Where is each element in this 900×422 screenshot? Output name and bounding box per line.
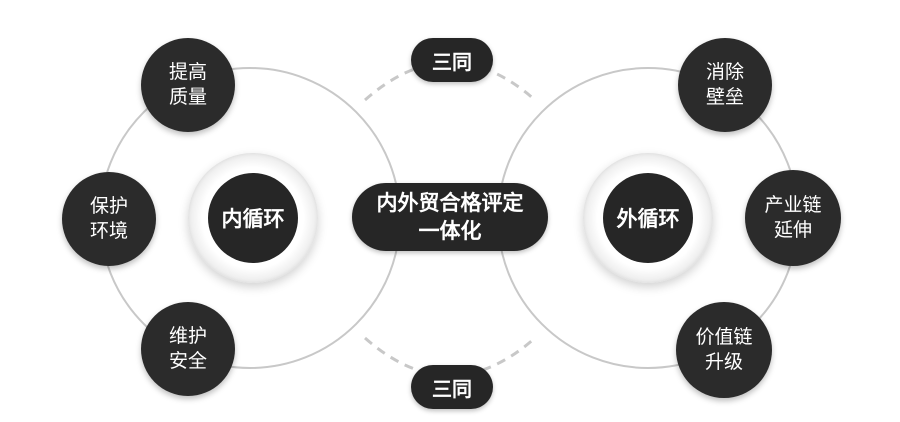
right-hub: 外循环 (603, 173, 693, 263)
center-line-2: 一体化 (418, 219, 482, 243)
node-label-line1: 价值链 (695, 326, 753, 348)
node-label-line2: 安全 (168, 350, 207, 372)
node-maintain-safety: 维护 安全 (141, 302, 235, 396)
node-label-line1: 提高 (168, 61, 207, 83)
node-improve-quality: 提高 质量 (141, 38, 235, 132)
top-link-pill: 三同 (411, 38, 493, 82)
top-dashed-arc (364, 61, 536, 102)
node-label-line1: 保护 (89, 195, 128, 217)
node-remove-barriers: 消除 壁垒 (678, 38, 772, 132)
top-link-label: 三同 (432, 49, 472, 74)
node-label-line1: 消除 (705, 61, 744, 83)
bottom-link-pill: 三同 (411, 365, 493, 409)
right-hub-label: 外循环 (616, 207, 680, 231)
center-concept-pill: 内外贸合格评定 一体化 (352, 183, 548, 251)
node-label-line1: 维护 (168, 325, 207, 347)
node-label-line1: 产业链 (764, 194, 822, 216)
left-hub-label: 内循环 (221, 207, 285, 231)
node-label-line2: 升级 (704, 351, 743, 373)
bottom-link-label: 三同 (432, 376, 472, 401)
node-value-chain-upgrade: 价值链 升级 (676, 302, 772, 398)
center-line-1: 内外贸合格评定 (376, 191, 524, 215)
node-label-line2: 壁垒 (705, 86, 744, 108)
node-label-line2: 环境 (89, 220, 128, 242)
bottom-dashed-arc (364, 336, 536, 377)
node-label-line2: 质量 (168, 86, 207, 108)
node-label-line2: 延伸 (773, 219, 812, 241)
node-industry-chain-extension: 产业链 延伸 (745, 170, 841, 266)
node-protect-environment: 保护 环境 (62, 172, 156, 266)
left-hub: 内循环 (208, 173, 298, 263)
